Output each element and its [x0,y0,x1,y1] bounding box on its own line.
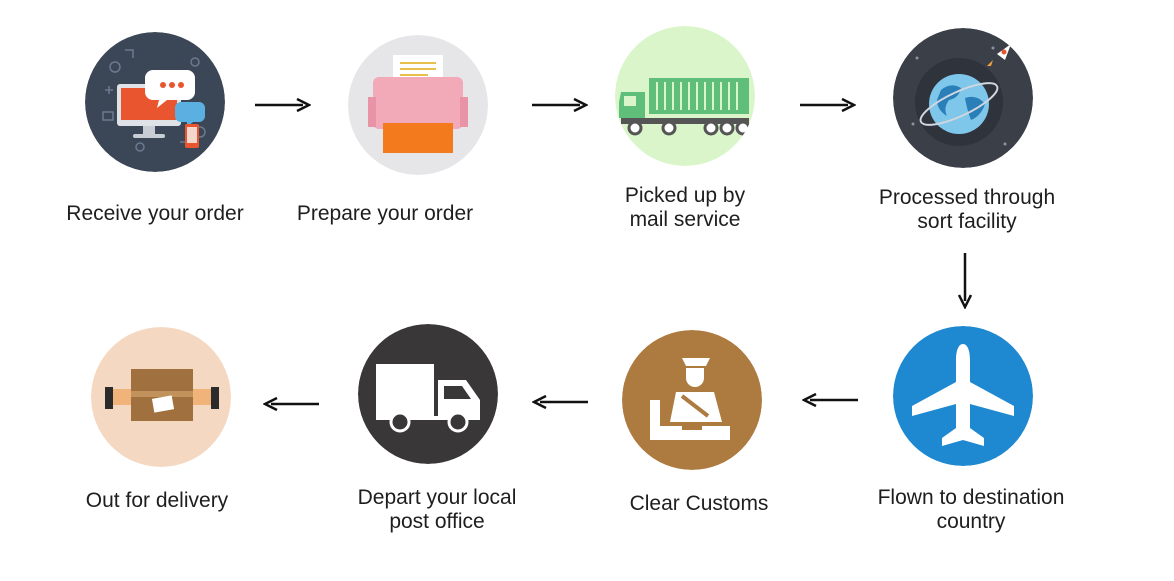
computer-chat-icon [85,32,225,172]
globe-rocket-icon [893,28,1033,168]
step-label: Processed through sort facility [878,186,1056,233]
arrow-right [255,97,311,113]
airplane-icon [893,326,1033,466]
truck-trailer-icon [615,26,755,166]
step-label: Receive your order [66,202,244,225]
step-label: Depart your local post office [357,486,517,533]
package-handover-icon [91,327,231,467]
customs-officer-icon [622,330,762,470]
arrow-right [800,97,856,113]
arrow-right [532,97,588,113]
step-label: Out for delivery [85,489,229,512]
step-label: Prepare your order [296,202,474,225]
step-label: Flown to destination country [877,486,1065,533]
arrow-left [802,392,858,408]
arrow-left [532,394,588,410]
arrow-left [263,396,319,412]
printer-icon [348,35,488,175]
step-label: Picked up by mail service [624,184,746,231]
arrow-down [956,253,974,309]
delivery-van-icon [358,324,498,464]
step-label: Clear Customs [629,492,769,515]
